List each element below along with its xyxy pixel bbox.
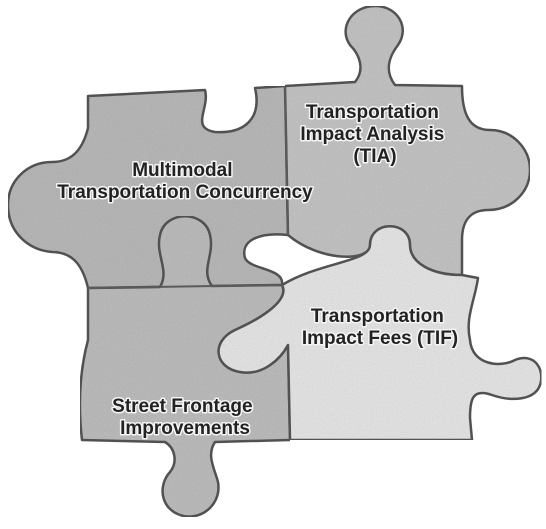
puzzle-piece-multimodal bbox=[6, 84, 290, 290]
seam-horizontal bbox=[87, 284, 283, 289]
label-street: Street Frontage Improvements bbox=[112, 396, 258, 439]
seam-vertical bbox=[284, 85, 289, 236]
label-multimodal: Multimodal Transportation Concurrency bbox=[57, 160, 313, 203]
label-tif: Transportation Impact Fees (TIF) bbox=[302, 306, 458, 349]
puzzle-piece-tif bbox=[217, 225, 543, 442]
label-tia: Transportation Impact Analysis (TIA) bbox=[300, 102, 449, 167]
